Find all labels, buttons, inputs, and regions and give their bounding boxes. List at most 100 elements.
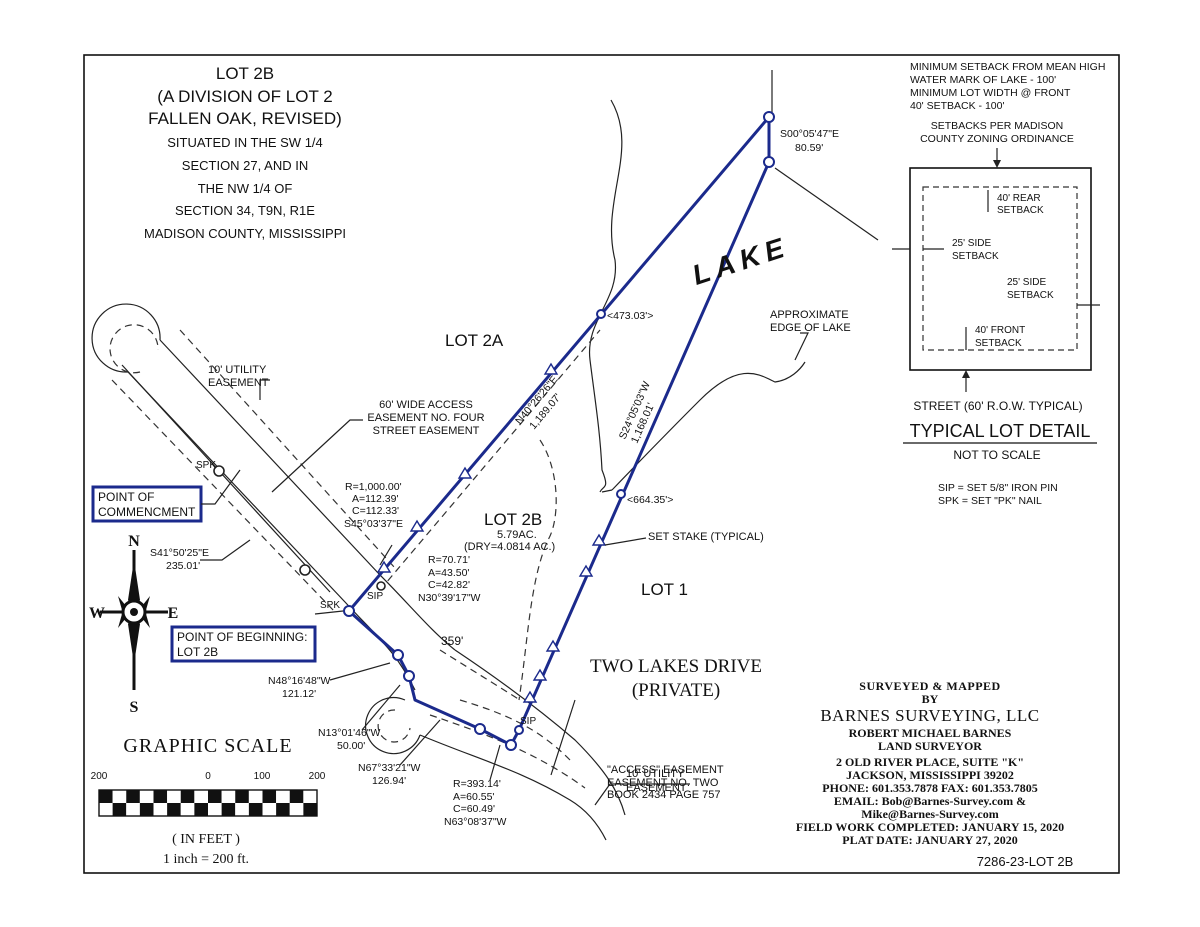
leader: [399, 719, 441, 766]
pin-marker: [616, 489, 626, 499]
pins: [213, 111, 775, 751]
legend: SIP = SET 5/8" IRON PIN SPK = SET "PK" N…: [938, 482, 1058, 507]
scale-cell: [99, 790, 113, 803]
scale-cell: [139, 803, 154, 816]
cul-de-sac-outer: [91, 303, 161, 373]
sip-label: SIP: [520, 716, 536, 727]
scale-cell: [235, 790, 249, 803]
legend-spk: SPK = SET "PK" NAIL: [938, 495, 1042, 507]
stakes: [376, 362, 607, 703]
access-easement-label: EASEMENT NO. FOUR: [367, 412, 484, 424]
boundary-line: [347, 115, 771, 747]
detail-text: 25' SIDE: [952, 238, 991, 249]
access-easement-label: 60' WIDE ACCESS: [379, 399, 473, 411]
compass-star: [118, 614, 126, 628]
leader: [361, 684, 401, 731]
detail-title: TYPICAL LOT DETAIL: [910, 421, 1091, 441]
setback-text: MINIMUM LOT WIDTH @ FRONT: [910, 87, 1071, 99]
set-stake-label: SET STAKE (TYPICAL): [648, 531, 764, 543]
utility-easement-text: EASEMENT: [626, 782, 687, 794]
arrow-head: [993, 160, 1001, 168]
lake-edge: [588, 99, 623, 493]
stake-marker: [545, 639, 561, 652]
scale-cell: [153, 790, 168, 803]
title-line: THE NW 1/4 OF: [198, 181, 293, 196]
leader: [200, 539, 251, 561]
access-easement-label: STREET EASEMENT: [373, 425, 480, 437]
road-edge: [454, 649, 626, 816]
scale-cell: [167, 790, 181, 803]
setback-text: COUNTY ZONING ORDINANCE: [920, 133, 1074, 145]
lot-outline: [909, 167, 1092, 371]
scale-cell: [289, 803, 304, 816]
surveyor-name: ROBERT MICHAEL BARNES: [849, 726, 1012, 740]
lot-1-label: LOT 1: [641, 580, 688, 599]
title-block: LOT 2B (A DIVISION OF LOT 2 FALLEN OAK, …: [144, 64, 346, 241]
call-text: N30°39'17"W: [418, 592, 481, 604]
scale-cell: [208, 790, 222, 803]
scale-cell: [208, 803, 222, 816]
scale-cell: [167, 803, 181, 816]
pob-label: POINT OF BEGINNING:: [177, 630, 307, 644]
call-text: 235.01': [166, 560, 200, 572]
call-text: 50.00': [337, 740, 365, 752]
pin-marker: [403, 670, 415, 682]
spk-label: SPK: [320, 600, 340, 611]
lot-2b-dry: (DRY=4.0814 AC.): [464, 541, 555, 553]
cul-de-sac-south: [365, 697, 421, 755]
plat-date: PLAT DATE: JANUARY 27, 2020: [842, 833, 1017, 847]
scale-cell: [153, 803, 168, 816]
access-easement-two: BOOK 2434 PAGE 757: [607, 789, 721, 801]
scale-bar: [98, 789, 318, 817]
stake-marker: [457, 466, 473, 479]
by-label: BY: [922, 692, 939, 706]
leader: [594, 783, 690, 806]
pob-box: [170, 625, 317, 663]
lake-label: LAKE: [688, 230, 793, 290]
call-text: N67°33'21"W: [358, 762, 421, 774]
scale-outline: [98, 789, 318, 817]
lake-edge-lines: [588, 70, 879, 493]
title-line: (A DIVISION OF LOT 2: [157, 87, 332, 106]
utility-easement-lower-visible: 10' UTILITY EASEMENT: [626, 768, 687, 794]
legend-sip: SIP = SET 5/8" IRON PIN: [938, 482, 1058, 494]
dry-line: [379, 329, 601, 701]
call-text: R=70.71': [428, 554, 470, 566]
road-name: (PRIVATE): [632, 680, 720, 701]
leader: [550, 699, 576, 776]
detail-text: SETBACK: [952, 251, 999, 262]
detail-text: 25' SIDE: [1007, 277, 1046, 288]
setback-outline: [922, 186, 1078, 351]
leader: [794, 332, 809, 361]
setback-notes: MINIMUM SETBACK FROM MEAN HIGH WATER MAR…: [910, 61, 1105, 145]
scale-cell: [139, 790, 154, 803]
point-of-commencement: POINT OF COMMENCMENT: [91, 485, 203, 523]
detail-text: 40' FRONT: [975, 325, 1025, 336]
call-text: C=112.33': [352, 505, 399, 517]
leader: [259, 379, 270, 400]
section-line: [774, 167, 879, 241]
easement-line: [179, 329, 396, 569]
call-text: 121.12': [282, 688, 316, 700]
poc-label: POINT OF: [98, 490, 154, 504]
compass-star: [142, 596, 150, 610]
call-text: S00°05'47"E: [780, 128, 839, 140]
call-text: 80.59': [795, 142, 823, 154]
compass-s: S: [130, 699, 139, 716]
setback-text: 40' SETBACK - 100': [910, 100, 1004, 112]
not-to-scale: NOT TO SCALE: [953, 448, 1040, 462]
poc-box: [91, 485, 203, 523]
title-line: LOT 2B: [216, 64, 274, 83]
call-text: 359': [441, 634, 463, 648]
leader: [271, 419, 363, 493]
call-text: A=112.39': [352, 493, 398, 505]
call-text: A=43.50': [428, 567, 469, 579]
title-line: FALLEN OAK, REVISED): [148, 109, 342, 128]
scale-ratio: 1 inch = 200 ft.: [163, 852, 249, 867]
company-name: BARNES SURVEYING, LLC: [820, 706, 1039, 725]
road-edge: [159, 339, 456, 651]
pin-marker: [514, 725, 524, 735]
detail-labels: 40' REAR SETBACK 25' SIDE SETBACK 25' SI…: [952, 193, 1054, 349]
cul-de-sac-south-inner: [377, 709, 411, 743]
scale-cell: [235, 803, 249, 816]
